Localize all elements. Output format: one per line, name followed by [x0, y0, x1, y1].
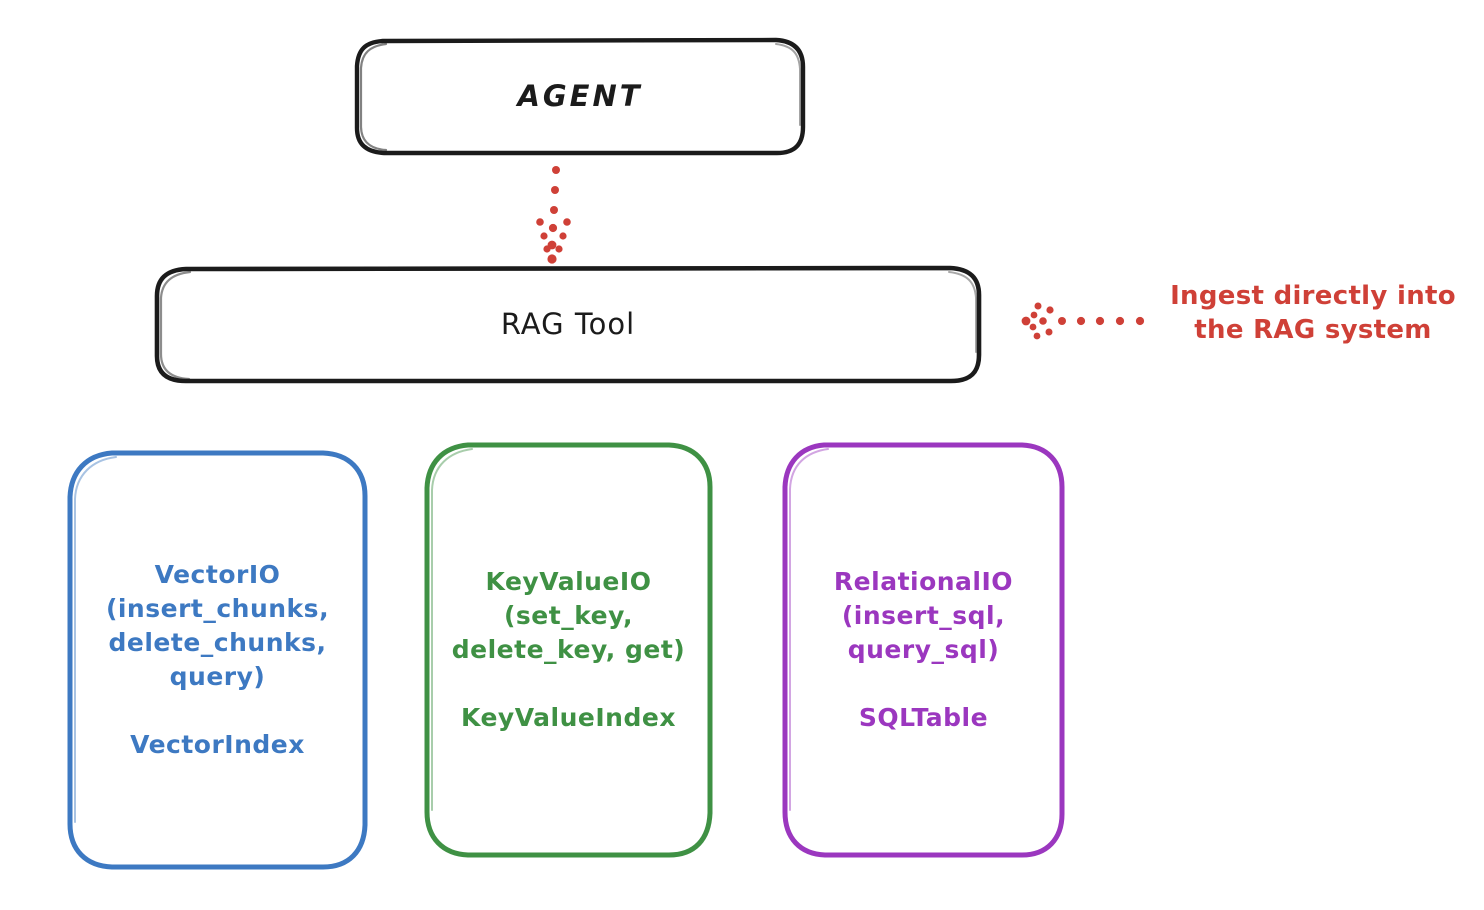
rag-tool-label: RAG Tool	[500, 306, 636, 341]
vector-io-box-outline	[67, 450, 368, 870]
agent-to-rag-tool-arrow	[536, 166, 571, 264]
key-value-io-label: KeyValueIO (set_key, delete_key, get) Ke…	[451, 566, 686, 732]
vector-io-label: VectorIO (insert_chunks, delete_chunks, …	[105, 560, 330, 759]
rag-tool-box-outline	[154, 265, 982, 384]
node-rag-tool[interactable]: RAG Tool	[156, 268, 980, 381]
ingest-annotation-arrow	[1021, 302, 1145, 340]
relational-io-box-outline	[782, 442, 1065, 858]
key-value-io-box-outline	[424, 442, 713, 858]
agent-label: AGENT	[517, 78, 643, 113]
node-agent[interactable]: AGENT	[357, 40, 803, 153]
agent-box-outline	[354, 37, 806, 156]
relational-io-label: RelationalIO (insert_sql, query_sql) SQL…	[833, 566, 1014, 732]
node-relational-io[interactable]: RelationalIO (insert_sql, query_sql) SQL…	[785, 444, 1062, 855]
node-vector-io[interactable]: VectorIO (insert_chunks, delete_chunks, …	[70, 452, 365, 868]
ingest-annotation-text: Ingest directly into the RAG system	[1170, 281, 1456, 345]
node-key-value-io[interactable]: KeyValueIO (set_key, delete_key, get) Ke…	[427, 444, 710, 855]
